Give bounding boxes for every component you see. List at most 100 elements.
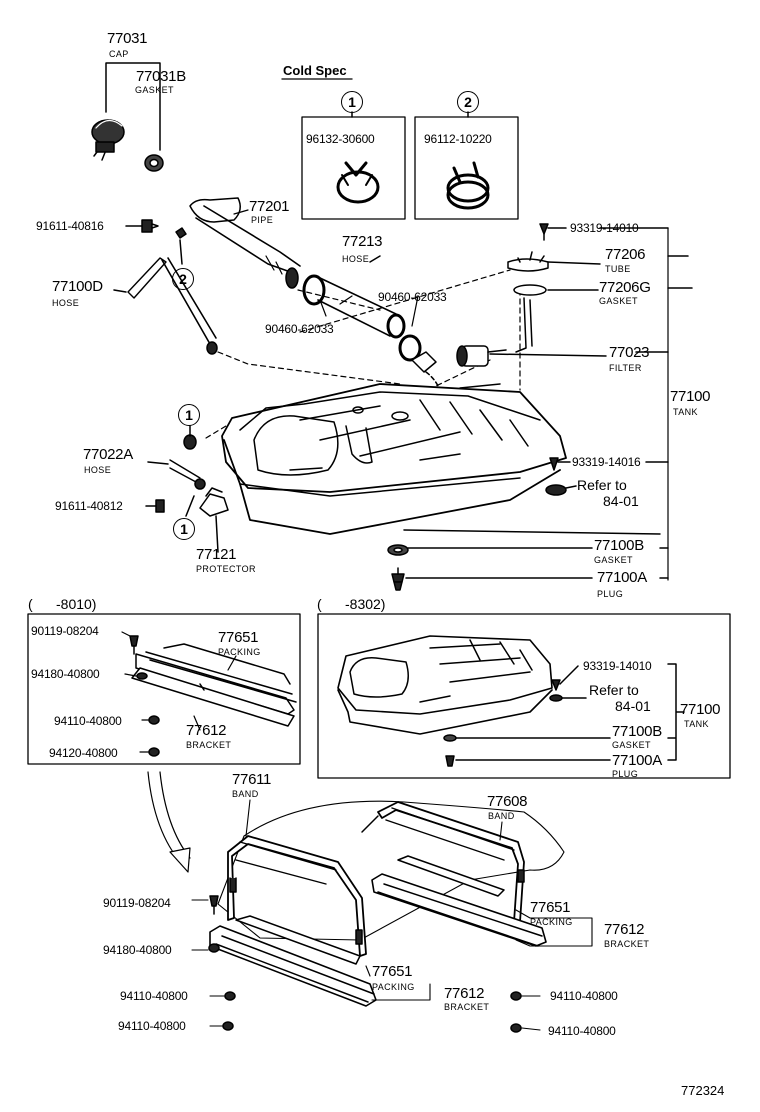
label-77100B-num: 77100B	[594, 537, 644, 554]
bottom-77612b-num: 77612	[444, 985, 485, 1002]
label-91611-40816: 91611-40816	[36, 219, 104, 233]
bolt-91611-40812	[145, 499, 165, 513]
label-77031-name: CAP	[109, 49, 129, 59]
bolt-93319-top	[539, 223, 567, 241]
label-90460-lower: 90460-62033	[265, 322, 334, 336]
bottom-94110a: 94110-40800	[120, 989, 188, 1003]
bottom-90119: 90119-08204	[103, 896, 171, 910]
bracket-77612-left	[209, 915, 377, 1007]
left-box	[27, 613, 301, 765]
fuel-tank-small	[337, 635, 553, 735]
left-90119: 90119-08204	[31, 624, 99, 638]
left-94120: 94120-40800	[49, 746, 118, 760]
label-77611-name: BAND	[232, 789, 259, 799]
fuel-filter	[456, 345, 607, 367]
label-77206G-num: 77206G	[599, 279, 651, 296]
label-77100B-name: GASKET	[594, 555, 633, 565]
marker-2-hose: 2	[172, 268, 194, 290]
right-box	[317, 613, 731, 779]
bolt-91611-40816	[141, 219, 159, 233]
label-77206-name: TUBE	[605, 264, 631, 274]
cold-spec-title: Cold Spec	[283, 63, 347, 78]
label-77611-num: 77611	[232, 771, 272, 788]
bottom-77651a-name: PACKING	[530, 917, 573, 927]
refer-to-1: Refer to	[577, 477, 627, 493]
clamp-96112	[446, 161, 490, 210]
marker-1-upper: 1	[178, 404, 200, 426]
label-77121-num: 77121	[196, 546, 237, 563]
right-refer-page: 84-01	[615, 698, 651, 714]
tank-outline-bottom	[217, 800, 565, 941]
flow-arrow	[147, 771, 191, 873]
right-77100B-num: 77100B	[612, 723, 662, 740]
spec-marker-2: 2	[457, 91, 479, 113]
diagram-id: 772324	[681, 1083, 725, 1098]
left-77651-name: PACKING	[218, 647, 261, 657]
clamp-96132	[336, 161, 380, 204]
label-77206-num: 77206	[605, 246, 646, 263]
bottom-fasteners	[208, 895, 522, 1033]
hose-77022A	[147, 425, 201, 483]
label-77121-name: PROTECTOR	[196, 564, 256, 574]
left-94180: 94180-40800	[31, 667, 100, 681]
label-77608-num: 77608	[487, 793, 528, 810]
filler-pipe	[189, 197, 301, 275]
label-77201-num: 77201	[249, 198, 290, 215]
bottom-77612a-name: BRACKET	[604, 939, 650, 949]
bottom-77612b-name: BRACKET	[444, 1002, 490, 1012]
label-77100A-num: 77100A	[597, 569, 647, 586]
spec-box-2-part: 96112-10220	[424, 132, 492, 146]
bottom-77612a-num: 77612	[604, 921, 645, 938]
spec-marker-1: 1	[341, 91, 363, 113]
spec-box-1	[301, 116, 406, 220]
sender-tube	[507, 251, 601, 353]
label-77201-name: PIPE	[251, 215, 274, 225]
label-77100D-num: 77100D	[52, 278, 103, 295]
pipe-outlet	[411, 351, 439, 387]
left-94110: 94110-40800	[54, 714, 122, 728]
hose-77100D	[127, 257, 218, 355]
fuel-tank	[221, 383, 567, 535]
right-77100-num: 77100	[680, 701, 721, 718]
bottom-94180: 94180-40800	[103, 943, 172, 957]
label-77100-name: TANK	[673, 407, 698, 417]
clip-lower	[185, 478, 206, 517]
label-77023-name: FILTER	[609, 363, 642, 373]
bottom-77651a-num: 77651	[530, 899, 571, 916]
gasket-77100B	[387, 544, 593, 556]
bottom-94110d: 94110-40800	[548, 1024, 616, 1038]
bracket-assembly-left	[129, 635, 297, 757]
label-90460-upper: 90460-62033	[378, 290, 447, 304]
marker-1-lower: 1	[173, 518, 195, 540]
bottom-leaders	[191, 799, 593, 1031]
label-91611-40812: 91611-40812	[55, 499, 123, 513]
label-77213-num: 77213	[342, 233, 383, 250]
hose-77213	[285, 267, 422, 362]
spec-box-1-part: 96132-30600	[306, 132, 375, 146]
label-77022A-name: HOSE	[84, 465, 112, 475]
bottom-94110c: 94110-40800	[118, 1019, 186, 1033]
label-77206G-name: GASKET	[599, 296, 638, 306]
label-93319-14016: 93319-14016	[572, 455, 641, 469]
cap-gasket	[144, 154, 164, 172]
plug-77100A	[391, 567, 593, 591]
left-77651-num: 77651	[218, 629, 259, 646]
bottom-77651b-name: PACKING	[372, 982, 415, 992]
refer-page-1: 84-01	[603, 493, 639, 509]
label-77031B-name: GASKET	[135, 85, 174, 95]
right-77100-name: TANK	[684, 719, 709, 729]
label-77023-num: 77023	[609, 344, 650, 361]
label-77100-num: 77100	[670, 388, 711, 405]
right-refer: Refer to	[589, 682, 639, 698]
label-77213-name: HOSE	[342, 254, 370, 264]
bottom-77651b-num: 77651	[372, 963, 413, 980]
right-box-fasteners	[443, 663, 685, 767]
band-77611	[227, 835, 367, 957]
bolt-93319-14016	[549, 457, 571, 471]
bottom-94110b: 94110-40800	[550, 989, 618, 1003]
left-77612-name: BRACKET	[186, 740, 232, 750]
label-77608-name: BAND	[488, 811, 515, 821]
label-77022A-num: 77022A	[83, 446, 133, 463]
left-box-range: ( -8010)	[28, 596, 97, 612]
